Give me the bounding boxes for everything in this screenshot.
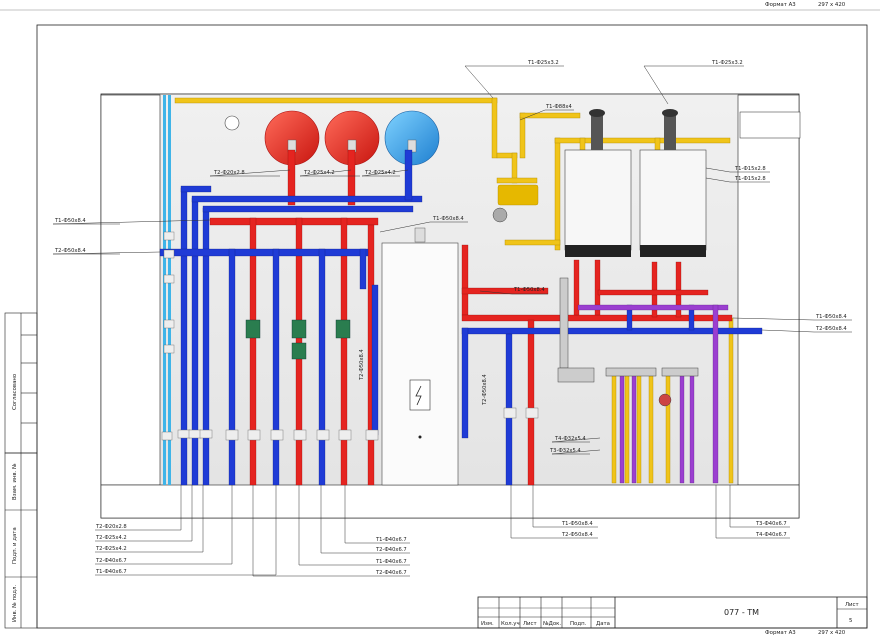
pumps <box>245 319 351 360</box>
label-t1-50-mid: Т1-Ф50х8.4 <box>432 216 464 222</box>
pipe-labels: Т1-Ф25х3.2 Т1-Ф25х3.2 Т1-Ф88х4 Т2-Ф20х2.… <box>54 60 847 576</box>
label-t2-50-vert: Т2-Ф50х8.4 <box>359 349 365 381</box>
tb-col-2: Лист <box>523 621 537 627</box>
label-t4-32: Т4-Ф32х5.4 <box>554 436 586 442</box>
side-agreed: Согласовано <box>12 374 18 410</box>
label-t2-25-b: Т2-Ф25х4.2 <box>364 170 396 176</box>
label-t1-50-left: Т1-Ф50х8.4 <box>54 218 86 224</box>
label-b-t2-20: Т2-Ф20х2.8 <box>95 524 127 530</box>
side-inv-sub: Взам. инв. № <box>12 463 18 500</box>
label-b-t3-40: Т3-Ф40х6.7 <box>755 521 787 527</box>
label-t2-50-right: Т2-Ф50х8.4 <box>815 326 847 332</box>
label-t2-50-vert2: Т2-Ф50х8.4 <box>482 374 488 406</box>
tb-col-1: Кол.уч <box>501 621 520 627</box>
label-t1-88: Т1-Ф88х4 <box>545 104 572 110</box>
cyan-pipe-2 <box>168 95 171 485</box>
fittings <box>161 231 539 441</box>
label-b-t2-25a: Т2-Ф25х4.2 <box>95 535 127 541</box>
label-b-t2-40: Т2-Ф40х6.7 <box>95 558 127 564</box>
label-b-t4-40: Т4-Ф40х6.7 <box>755 532 787 538</box>
tb-code: 077 - ТМ <box>724 608 759 617</box>
label-t2-50-left: Т2-Ф50х8.4 <box>54 248 86 254</box>
header-format-label: Формат А3 <box>765 2 796 8</box>
label-b-t2-25b: Т2-Ф25х4.2 <box>95 546 127 552</box>
label-t2-15: Т1-Ф15х2.8 <box>734 176 766 182</box>
tb-sheet-label: Лист <box>845 602 859 608</box>
label-t2-25-a: Т2-Ф25х4.2 <box>303 170 335 176</box>
boilers <box>564 109 707 257</box>
label-t1-25-a: Т1-Ф25х3.2 <box>527 60 559 66</box>
label-t3-32: Т3-Ф32х5.4 <box>549 448 581 454</box>
footer-format-size: 297 x 420 <box>818 630 846 636</box>
expansion-tanks <box>224 110 440 166</box>
label-b-t1-50: Т1-Ф50х8.4 <box>561 521 593 527</box>
tb-sheet-number: 5 <box>849 618 852 624</box>
label-b-t1-40m: Т1-Ф40х6.7 <box>375 537 407 543</box>
label-t1-15: Т1-Ф15х2.8 <box>734 166 766 172</box>
side-inv-orig: Инв. № подл. <box>12 585 18 622</box>
leader-lines <box>52 65 852 577</box>
cyan-pipe-1 <box>163 95 166 485</box>
label-t2-20: Т2-Ф20х2.8 <box>213 170 245 176</box>
label-t1-50-right: Т1-Ф50х8.4 <box>815 314 847 320</box>
label-b-t1-40m2: Т1-Ф40х6.7 <box>375 559 407 565</box>
manifolds <box>492 207 699 407</box>
side-sign-date: Подп. и дата <box>12 527 18 564</box>
header-format-size: 297 x 420 <box>818 2 846 8</box>
label-b-t1-40: Т1-Ф40х6.7 <box>95 569 127 575</box>
label-b-t2-50: Т2-Ф50х8.4 <box>561 532 593 538</box>
side-stamp: Согласовано Взам. инв. № Подп. и дата Ин… <box>4 312 38 629</box>
tb-col-0: Изм. <box>481 621 494 627</box>
footer-format-label: Формат А3 <box>765 630 796 636</box>
label-b-t2-40m2: Т2-Ф40х6.7 <box>375 570 407 576</box>
label-t1-50-mid2: Т1-Ф50х8.4 <box>513 287 545 293</box>
label-t1-25-b: Т1-Ф25х3.2 <box>711 60 743 66</box>
title-block: Изм. Кол.уч Лист №Док. Подп. Дата 077 - … <box>477 596 868 629</box>
label-b-t2-40m: Т2-Ф40х6.7 <box>375 547 407 553</box>
tb-col-5: Дата <box>596 621 610 627</box>
gas-pipes <box>174 97 734 484</box>
tb-col-4: Подп. <box>570 621 587 627</box>
tb-col-3: №Док. <box>543 621 561 627</box>
water-heater <box>381 227 459 486</box>
return-pipes <box>159 149 763 486</box>
